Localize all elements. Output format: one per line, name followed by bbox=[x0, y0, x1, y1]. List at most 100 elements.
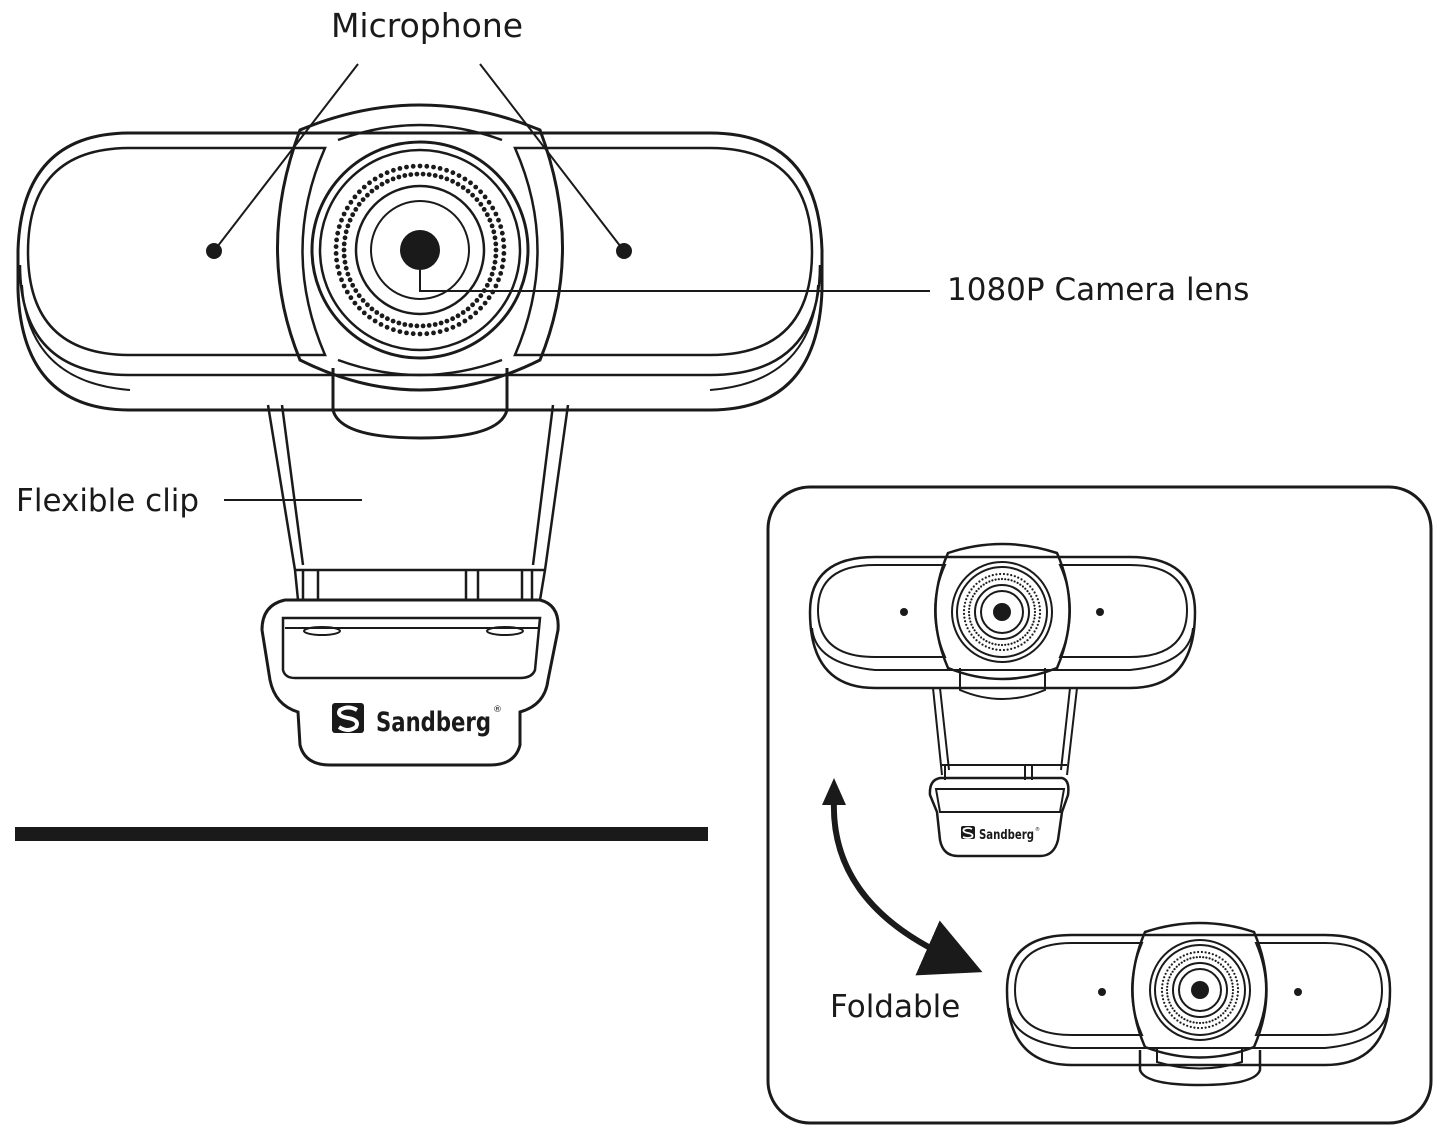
lens-ring-dot bbox=[1026, 631, 1029, 635]
lens-ring-dot bbox=[470, 302, 475, 308]
lens-ring-dot bbox=[335, 230, 341, 236]
lens-ring-dot bbox=[1197, 1026, 1200, 1030]
lens-ring-dot bbox=[1033, 591, 1036, 594]
registered-mark-small: ® bbox=[1035, 826, 1040, 833]
lens-ring-dot bbox=[374, 310, 380, 315]
lens-ring-dot bbox=[424, 331, 430, 337]
lens-ring-dot bbox=[473, 184, 479, 190]
registered-mark: ® bbox=[493, 705, 502, 715]
lens-ring-dot bbox=[379, 181, 385, 187]
lens-ring-dot bbox=[489, 271, 495, 277]
lens-ring-dot bbox=[1026, 590, 1029, 593]
inset-webcam-unfolded: Sandberg ® bbox=[808, 542, 1197, 858]
lens-ring-dot bbox=[1183, 959, 1186, 963]
lens-ring-dot bbox=[1164, 1005, 1167, 1008]
lens-ring-dot bbox=[426, 172, 432, 178]
lens-ring-dot bbox=[341, 283, 347, 289]
lens-ring-dot bbox=[379, 313, 385, 319]
lens-ring-dot bbox=[1032, 601, 1035, 604]
lens-ring-dot bbox=[1230, 998, 1233, 1001]
lens-ring-dot bbox=[1167, 979, 1170, 982]
lens-ring-dot bbox=[341, 211, 347, 217]
lens-ring-dot bbox=[396, 174, 402, 180]
lens-ring-dot bbox=[1211, 1019, 1214, 1022]
lens-ring-dot bbox=[372, 176, 378, 182]
lens-ring-dot bbox=[1186, 1019, 1189, 1022]
lens-ring-dot bbox=[1229, 966, 1232, 969]
sandberg-logo-icon bbox=[961, 826, 975, 839]
lens-ring-dot bbox=[367, 180, 372, 186]
lens-ring-dot bbox=[1229, 1001, 1232, 1004]
lens-ring-dot bbox=[1195, 956, 1198, 959]
camera-lens-label: 1080P Camera lens bbox=[947, 272, 1249, 308]
lens-ring-dot bbox=[1231, 969, 1234, 972]
lens-ring-dot bbox=[970, 633, 973, 636]
lens-ring-dot bbox=[1227, 963, 1230, 966]
lens-ring-dot bbox=[498, 271, 504, 276]
lens-ring-dot bbox=[1179, 1021, 1182, 1024]
lens-ring-dot bbox=[999, 572, 1002, 576]
lens-ring-dot bbox=[1169, 1004, 1172, 1007]
lens-ring-dot bbox=[1221, 958, 1224, 961]
lens-ring-dot bbox=[1189, 957, 1192, 960]
lens-ring-dot bbox=[1233, 972, 1236, 975]
lens-ring-dot bbox=[414, 323, 420, 329]
lens-ring-dot bbox=[1204, 951, 1207, 954]
lens-ring-dot bbox=[1192, 956, 1195, 959]
lens-ring-dot bbox=[1164, 972, 1167, 975]
lens-ring-dot bbox=[334, 237, 339, 243]
lens-ring-dot bbox=[384, 324, 390, 330]
lens-ring-dot bbox=[984, 645, 987, 648]
lens-ring-dot bbox=[1183, 1018, 1186, 1021]
lens-ring-dot bbox=[1026, 582, 1029, 585]
lens-ring-dot bbox=[1024, 634, 1027, 637]
lens-ring-dot bbox=[342, 259, 348, 265]
lens-ring-dot bbox=[1228, 973, 1231, 976]
lens-ring-dot bbox=[478, 305, 483, 311]
lens-ring-dot bbox=[1038, 612, 1042, 616]
lens-ring-dot bbox=[967, 610, 971, 614]
lens-ring-dot bbox=[456, 173, 462, 179]
section-divider bbox=[15, 827, 708, 841]
lens-ring-dot bbox=[1211, 953, 1214, 956]
lens-ring-dot bbox=[1171, 970, 1174, 973]
lens-ring-dot bbox=[384, 170, 390, 176]
lens-ring-dot bbox=[1173, 960, 1176, 963]
lens-ring-dot bbox=[1175, 1012, 1178, 1015]
lens-ring-dot bbox=[985, 640, 988, 643]
lens-ring-dot bbox=[438, 320, 444, 326]
lens-ring-dot bbox=[478, 293, 484, 299]
lens-ring-dot bbox=[474, 298, 480, 303]
lens-ring-dot bbox=[1037, 601, 1040, 604]
lens-ring-dot bbox=[468, 314, 473, 320]
lens-ring-dot bbox=[391, 327, 396, 333]
lens-ring-dot bbox=[1182, 954, 1185, 957]
lens-ring-dot bbox=[1020, 643, 1023, 646]
lens-ring-dot bbox=[353, 207, 359, 212]
lens-ring-dot bbox=[977, 587, 980, 590]
brand-name: Sandberg bbox=[376, 707, 491, 738]
lens-ring-dot bbox=[478, 201, 484, 207]
lens-ring-dot bbox=[969, 601, 972, 604]
lens-ring-dot bbox=[978, 641, 981, 644]
lens-ring-dot bbox=[1033, 614, 1036, 617]
lens-ring-dot bbox=[963, 616, 966, 619]
lens-ring-dot bbox=[1002, 648, 1006, 652]
lens-ring-dot bbox=[1198, 955, 1202, 959]
lens-ring-dot bbox=[501, 257, 506, 263]
lens-ring-dot bbox=[968, 630, 971, 633]
lens-ring-dot bbox=[348, 295, 354, 301]
lens-ring-dot bbox=[339, 217, 344, 223]
lens-ring-dot bbox=[1019, 638, 1022, 641]
lens-ring-dot bbox=[997, 643, 1000, 646]
lens-ring-dot bbox=[493, 283, 499, 289]
lens-ring-dot bbox=[490, 205, 496, 211]
lens-ring-dot bbox=[1036, 598, 1039, 601]
lens-ring-dot bbox=[501, 237, 506, 243]
lens-ring-dot bbox=[402, 173, 408, 178]
lens-ring-dot bbox=[968, 617, 971, 620]
lens-ring-dot bbox=[988, 580, 991, 583]
lens-ring-dot bbox=[1224, 960, 1227, 963]
lens-ring-dot bbox=[1200, 1026, 1203, 1030]
lens-ring-dot bbox=[973, 592, 976, 595]
